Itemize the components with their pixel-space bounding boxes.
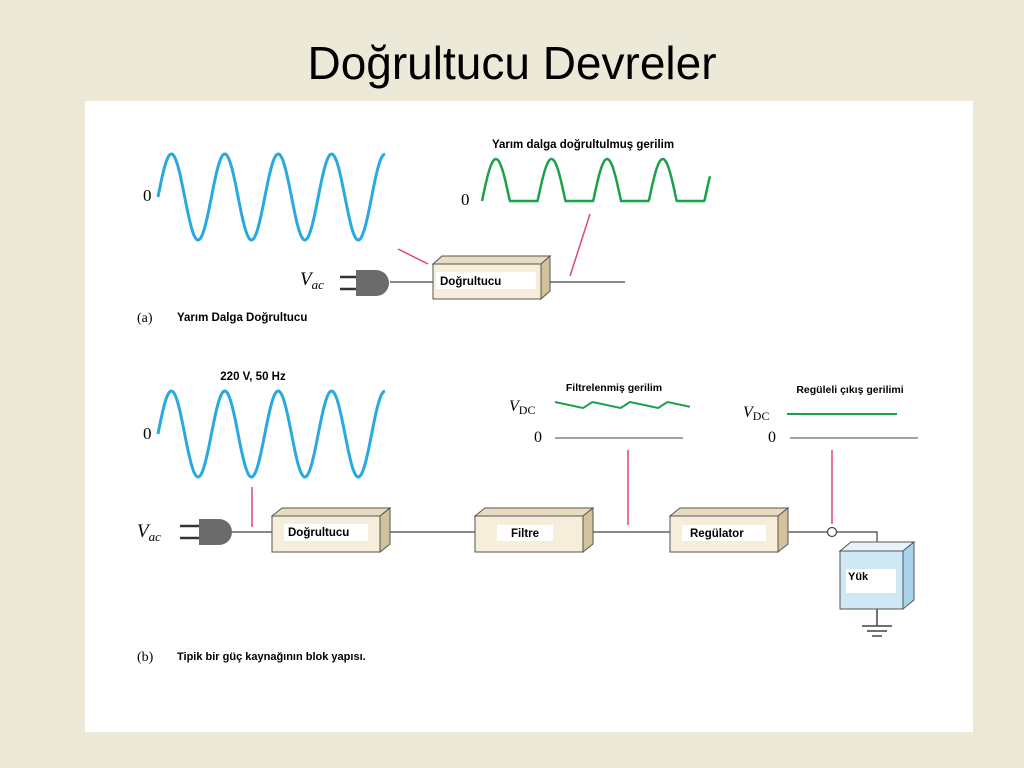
zero-label-a-output: 0 bbox=[461, 190, 470, 209]
pointer-line-a-input bbox=[397, 248, 429, 265]
rectifier-block-a: Doğrultucu bbox=[431, 254, 552, 301]
ac-sine-wave-a bbox=[156, 152, 386, 242]
rectifier-block-b: Doğrultucu bbox=[270, 506, 392, 554]
half-wave-rectified-signal bbox=[480, 157, 712, 203]
caption-a-text: Yarım Dalga Doğrultucu bbox=[177, 312, 307, 324]
ac-plug-icon bbox=[340, 270, 389, 296]
rectifier-block-a-label: Doğrultucu bbox=[440, 276, 501, 288]
caption-a-letter: (a) bbox=[137, 311, 153, 326]
load-block-label: Yük bbox=[848, 571, 869, 583]
vdc-label-regulated: VDC bbox=[743, 404, 769, 423]
wire-b-load bbox=[837, 531, 878, 545]
regulated-voltage-label: Regüleli çıkış gerilimi bbox=[796, 384, 903, 396]
caption-b-text: Tipik bir güç kaynağının blok yapısı. bbox=[177, 651, 366, 663]
filter-block: Filtre bbox=[473, 506, 595, 554]
zero-label-filtered: 0 bbox=[534, 429, 542, 446]
ac-plug-icon bbox=[180, 519, 232, 545]
ground-icon bbox=[862, 609, 892, 637]
caption-b-letter: (b) bbox=[137, 650, 154, 665]
vac-label-b: Vac bbox=[137, 521, 161, 544]
filter-block-label: Filtre bbox=[511, 528, 539, 540]
zero-label-a-input: 0 bbox=[143, 186, 152, 205]
output-terminal bbox=[826, 526, 838, 538]
input-voltage-label: 220 V, 50 Hz bbox=[220, 371, 286, 383]
filtered-voltage-label: Filtrelenmiş gerilim bbox=[566, 382, 662, 394]
zero-label-b-input: 0 bbox=[143, 424, 152, 443]
slide-title: Doğrultucu Devreler bbox=[307, 37, 717, 89]
regulator-block-label: Regülator bbox=[690, 528, 744, 540]
vdc-label-filtered: VDC bbox=[509, 398, 535, 417]
vac-label-a: Vac bbox=[300, 269, 324, 292]
pointer-line-a-output bbox=[569, 213, 591, 277]
rectifier-block-b-label: Doğrultucu bbox=[288, 527, 349, 539]
rectified-voltage-label: Yarım dalga doğrultulmuş gerilim bbox=[492, 139, 674, 151]
filtered-ripple-signal bbox=[554, 400, 691, 410]
zero-label-regulated: 0 bbox=[768, 429, 776, 446]
ac-sine-wave-b bbox=[156, 389, 386, 479]
diagram-panel bbox=[85, 101, 973, 732]
regulator-block: Regülator bbox=[668, 506, 790, 554]
load-block: Yük bbox=[838, 540, 916, 611]
